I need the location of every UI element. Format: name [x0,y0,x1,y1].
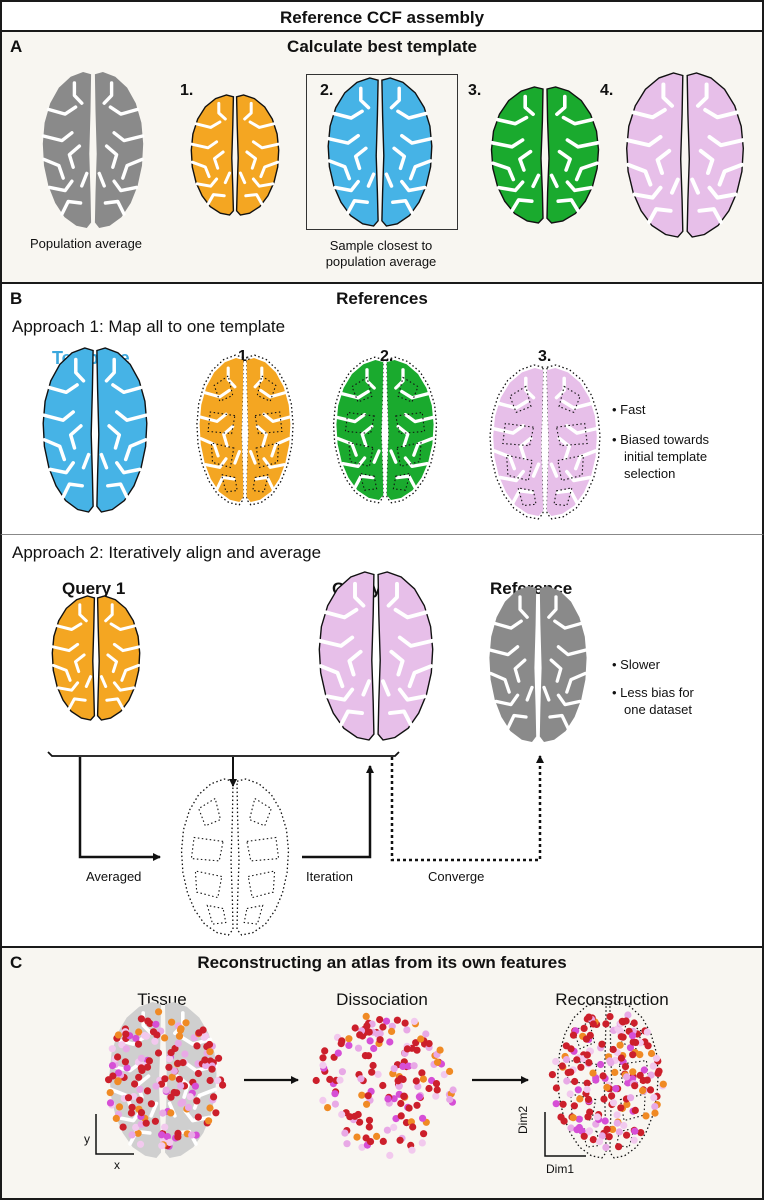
panel-a: A Calculate best template Population ave… [0,30,764,284]
axis-x-label: x [114,1158,120,1172]
panel-c: C Reconstructing an atlas from its own f… [0,946,764,1200]
axis-dim2-label: Dim2 [516,1105,530,1134]
bullet-biased-line1: • Biased towards [612,432,710,447]
query1-label: Query 1 [62,579,126,598]
closest-label-line2: population average [325,254,437,269]
figure-title: Reference CCF assembly [279,8,485,27]
axis-y-label: y [84,1132,90,1146]
dissociation-label: Dissociation [336,990,428,1009]
approach1-number-3: 3. [538,348,552,365]
bullet-fast-text: Fast [620,402,646,417]
reference-label: Reference [490,579,573,598]
approach1-title: Approach 1: Map all to one template [12,317,286,336]
sample-number-4: 4. [600,82,614,99]
sample-number-2: 2. [320,82,334,99]
tissue-label: Tissue [137,990,187,1009]
converge-label: Converge [428,869,485,884]
approach1-number-1: 1. [238,348,252,365]
panel-c-letter: C [10,953,23,972]
sample-number-3: 3. [468,82,482,99]
axis-dim1-label: Dim1 [546,1162,575,1176]
bullet-biased-line2: initial template [624,449,708,464]
sample-number-1: 1. [180,82,194,99]
approach1-number-2: 2. [380,348,394,365]
bullet-fast: • Fast [612,402,646,417]
bullet-lessbias-line2: one dataset [624,702,692,717]
bullet-lessbias-text: Less bias for [620,685,694,700]
closest-sample-box [306,74,458,230]
bullet-slower-text: Slower [620,657,660,672]
panel-b-approach1: B References Approach 1: Map all to one … [0,282,764,536]
bullet-biased-text: Biased towards [620,432,710,447]
panel-a-title: Calculate best template [287,37,477,56]
iteration-label: Iteration [306,869,353,884]
bullet-slower: • Slower [612,657,660,672]
template-label: Template [52,348,130,368]
panel-b-letter: B [10,289,23,308]
panel-c-title: Reconstructing an atlas from its own fea… [197,953,567,972]
population-average-label: Population average [30,236,143,251]
approach2-title: Approach 2: Iteratively align and averag… [12,543,322,562]
bullet-biased-line3: selection [624,466,676,481]
reconstruction-label: Reconstruction [555,990,669,1009]
averaged-label: Averaged [86,869,142,884]
title-bar: Reference CCF assembly [0,0,764,32]
bullet-lessbias-line1: • Less bias for [612,685,694,700]
panel-b-approach2: Approach 2: Iteratively align and averag… [0,534,764,948]
panel-b-title: References [336,289,428,308]
query2-label: Query 2 [332,579,396,598]
panel-a-letter: A [10,37,23,56]
closest-label-line1: Sample closest to [329,238,433,253]
